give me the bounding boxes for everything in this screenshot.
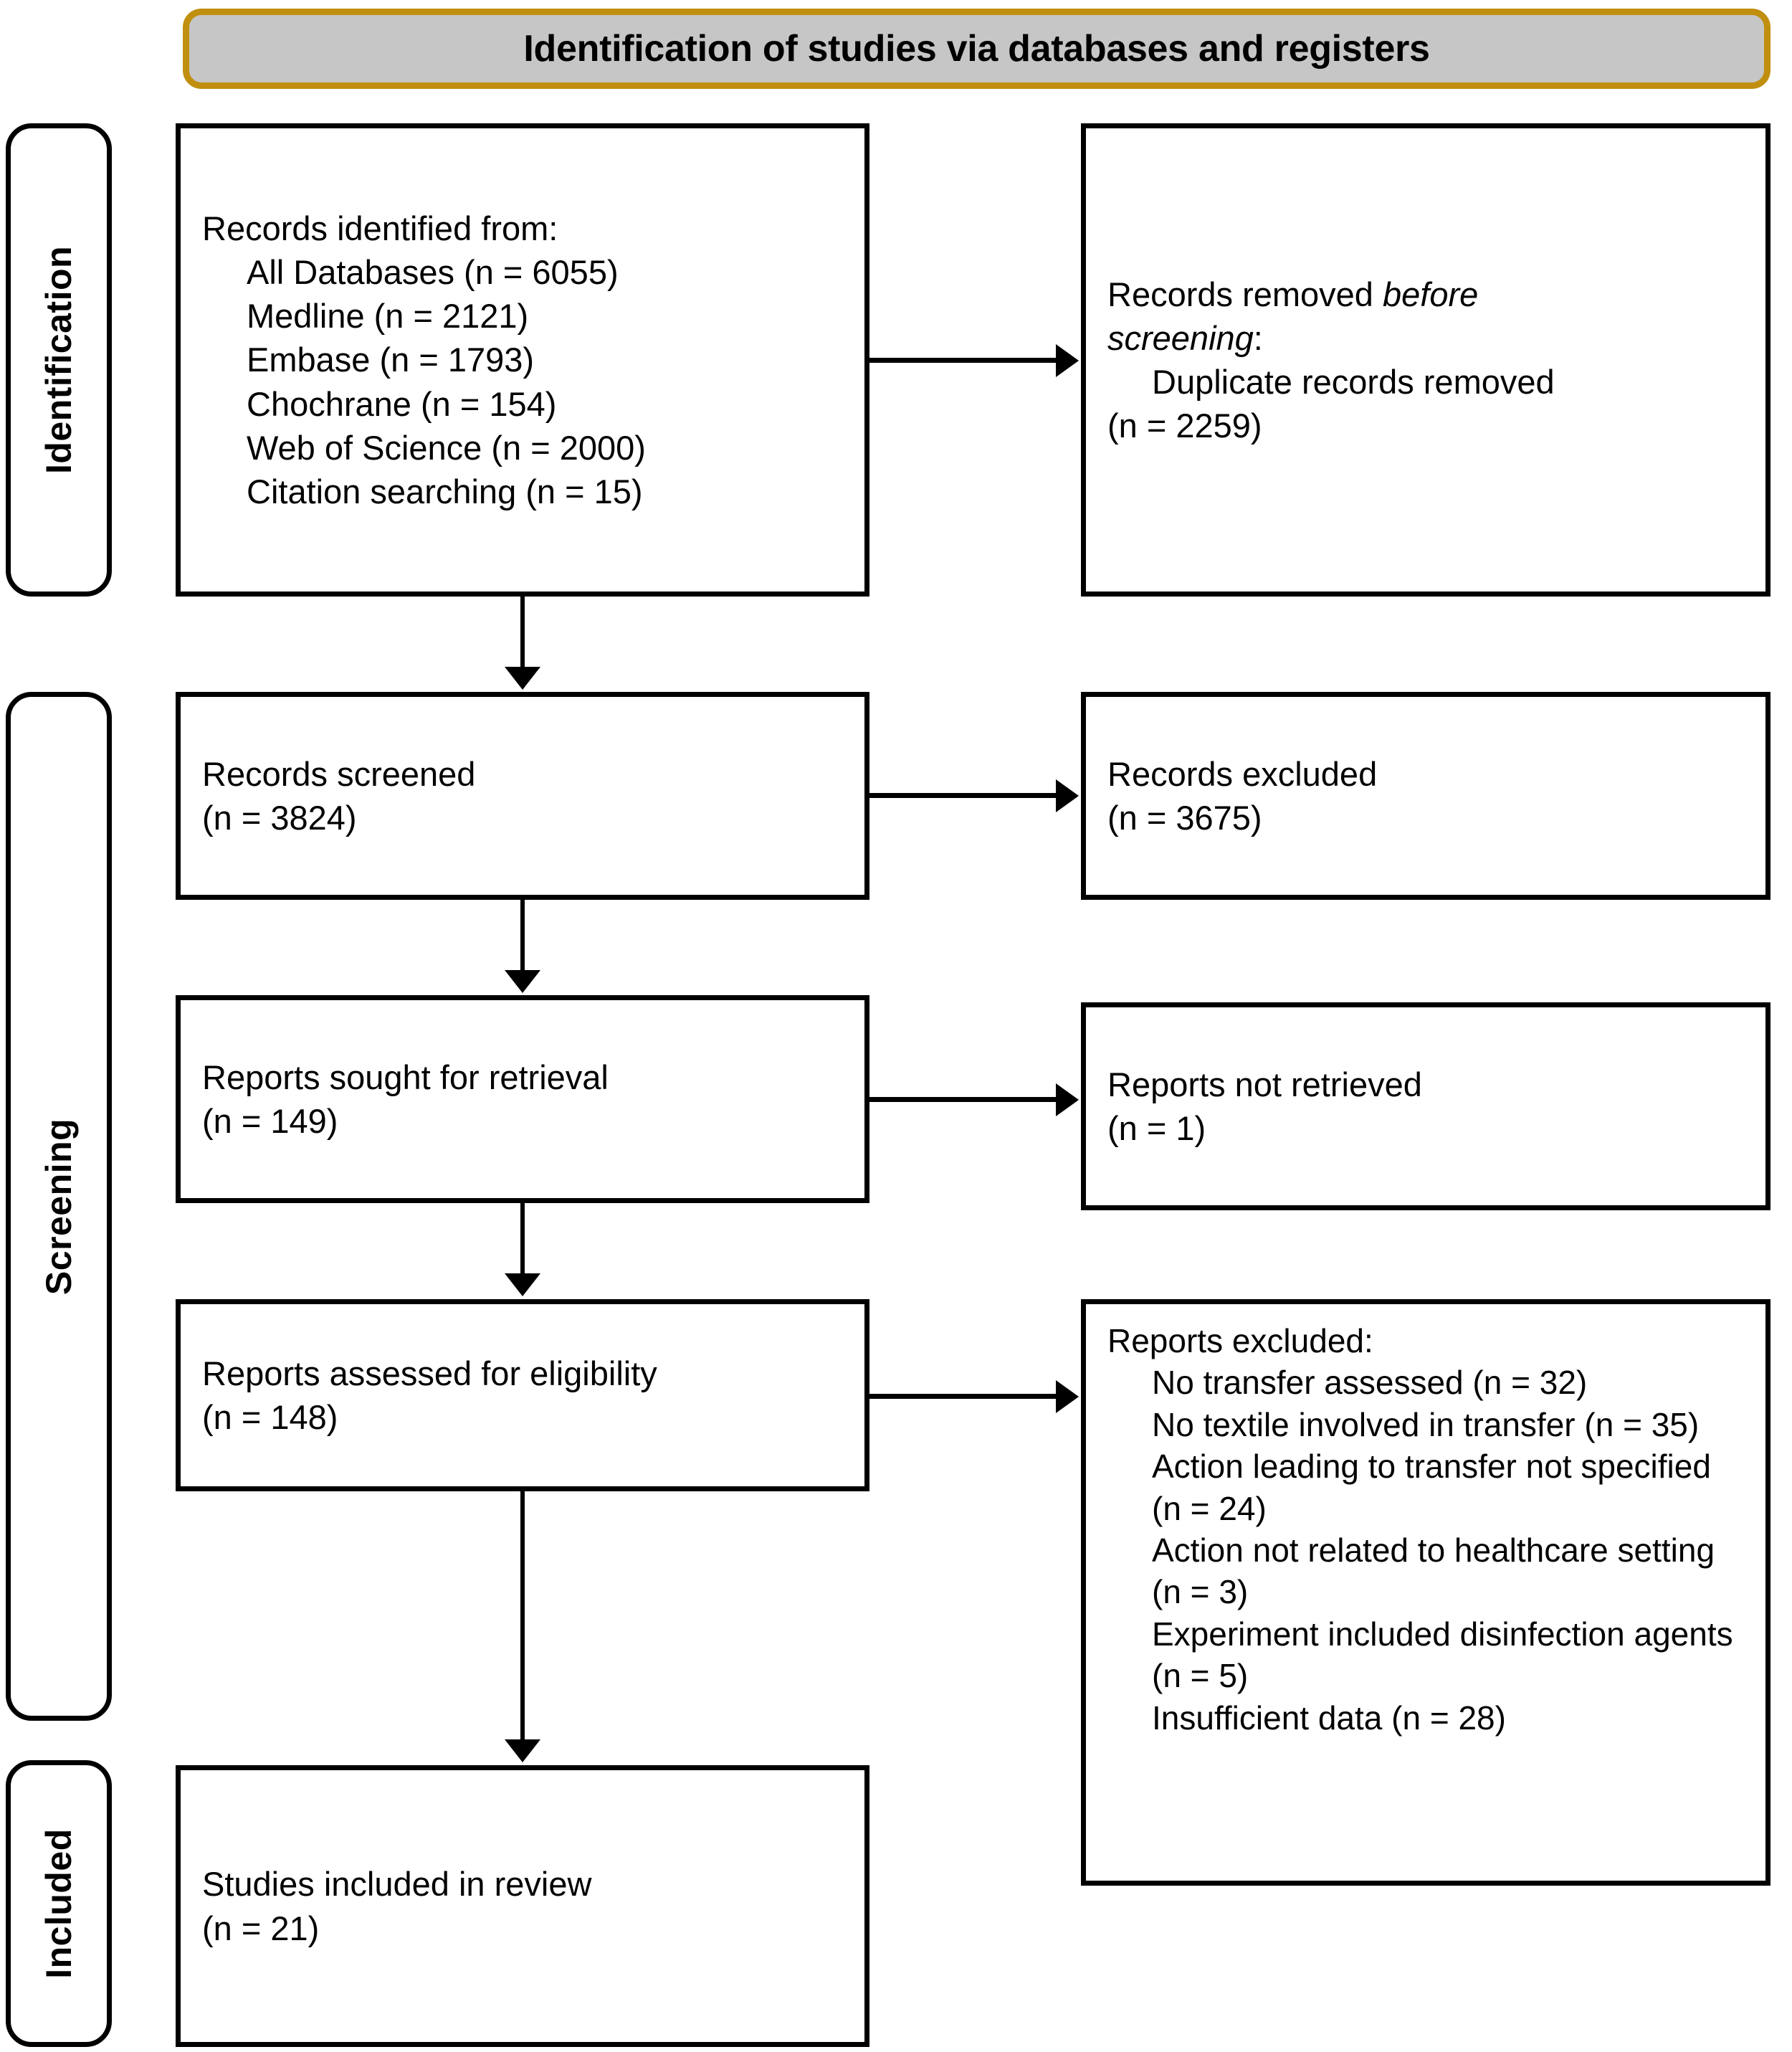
studies-included-label: Studies included in review	[202, 1865, 592, 1904]
stage-label-screening: Screening	[6, 692, 112, 1721]
records-removed-item-0: Duplicate records removed	[1152, 363, 1555, 401]
box-records-identified-text: Records identified from: All Databases (…	[202, 206, 843, 513]
arrow-screened-to-records-excluded	[869, 793, 1057, 798]
box-reports-sought-text: Reports sought for retrieval (n = 149)	[202, 1055, 843, 1143]
records-removed-line1-italic: before	[1383, 275, 1479, 313]
records-removed-line2-italic: screening	[1107, 318, 1254, 357]
records-identified-item-1: Medline (n = 2121)	[247, 297, 529, 336]
stage-label-identification: Identification	[6, 123, 112, 597]
box-studies-included-in-review: Studies included in review (n = 21)	[176, 1765, 869, 2047]
reports-excluded-item-5: Insufficient data (n = 28)	[1152, 1699, 1506, 1737]
stage-label-identification-text: Identification	[39, 245, 80, 475]
arrow-sought-to-not-retrieved	[869, 1097, 1057, 1102]
box-reports-excluded: Reports excluded: No transfer assessed (…	[1081, 1299, 1770, 1886]
arrow-screened-to-sought	[520, 900, 525, 972]
box-reports-assessed-text: Reports assessed for eligibility (n = 14…	[202, 1352, 843, 1439]
records-removed-item-1: (n = 2259)	[1107, 407, 1262, 445]
arrow-identified-to-screened	[520, 597, 525, 668]
records-identified-item-0: All Databases (n = 6055)	[247, 253, 619, 292]
reports-excluded-item-2: Action leading to transfer not specified…	[1152, 1448, 1711, 1527]
banner-title: Identification of studies via databases …	[523, 28, 1430, 70]
records-identified-item-4: Web of Science (n = 2000)	[247, 428, 646, 467]
arrow-assessed-to-reports-excluded	[869, 1394, 1057, 1399]
records-excluded-count: (n = 3675)	[1107, 799, 1262, 837]
box-records-excluded: Records excluded (n = 3675)	[1081, 692, 1770, 900]
arrow-sought-to-assessed	[520, 1203, 525, 1275]
box-reports-excluded-text: Reports excluded: No transfer assessed (…	[1107, 1320, 1744, 1739]
stage-label-included-text: Included	[39, 1828, 80, 1979]
records-screened-label: Records screened	[202, 754, 476, 793]
reports-assessed-count: (n = 148)	[202, 1398, 338, 1436]
reports-excluded-item-1: No textile involved in transfer (n = 35)	[1152, 1405, 1700, 1443]
box-records-removed-before-screening: Records removed before screening: Duplic…	[1081, 123, 1770, 597]
records-identified-item-3: Chochrane (n = 154)	[247, 384, 557, 423]
reports-sought-label: Reports sought for retrieval	[202, 1058, 609, 1096]
box-records-screened: Records screened (n = 3824)	[176, 692, 869, 900]
box-reports-not-retrieved-text: Reports not retrieved (n = 1)	[1107, 1063, 1744, 1150]
records-identified-heading: Records identified from:	[202, 209, 558, 248]
records-identified-item-5: Citation searching (n = 15)	[247, 472, 643, 510]
studies-included-count: (n = 21)	[202, 1909, 320, 1947]
records-removed-line1-prefix: Records removed	[1107, 275, 1383, 313]
reports-sought-count: (n = 149)	[202, 1102, 338, 1140]
reports-excluded-item-4: Experiment included disinfection agents …	[1152, 1615, 1733, 1695]
box-records-identified: Records identified from: All Databases (…	[176, 123, 869, 597]
reports-not-retrieved-count: (n = 1)	[1107, 1109, 1206, 1147]
reports-not-retrieved-label: Reports not retrieved	[1107, 1065, 1422, 1103]
box-records-excluded-text: Records excluded (n = 3675)	[1107, 752, 1744, 840]
banner-header: Identification of studies via databases …	[183, 9, 1770, 89]
reports-assessed-label: Reports assessed for eligibility	[202, 1354, 657, 1392]
arrow-identified-to-removed	[869, 358, 1057, 363]
reports-excluded-item-0: No transfer assessed (n = 32)	[1152, 1364, 1588, 1402]
stage-label-screening-text: Screening	[39, 1118, 79, 1295]
box-records-screened-text: Records screened (n = 3824)	[202, 752, 843, 840]
box-studies-included-text: Studies included in review (n = 21)	[202, 1862, 843, 1949]
records-removed-line2-colon: :	[1253, 318, 1263, 357]
records-identified-item-2: Embase (n = 1793)	[247, 341, 535, 379]
box-reports-assessed-for-eligibility: Reports assessed for eligibility (n = 14…	[176, 1299, 869, 1491]
reports-excluded-heading: Reports excluded:	[1107, 1322, 1373, 1359]
stage-label-included: Included	[6, 1760, 112, 2047]
box-reports-not-retrieved: Reports not retrieved (n = 1)	[1081, 1002, 1770, 1210]
box-reports-sought-for-retrieval: Reports sought for retrieval (n = 149)	[176, 995, 869, 1203]
records-excluded-label: Records excluded	[1107, 754, 1378, 793]
records-screened-count: (n = 3824)	[202, 799, 357, 837]
box-records-removed-text: Records removed before screening: Duplic…	[1107, 272, 1744, 447]
arrow-assessed-to-included	[520, 1491, 525, 1741]
reports-excluded-item-3: Action not related to healthcare setting…	[1152, 1531, 1715, 1611]
